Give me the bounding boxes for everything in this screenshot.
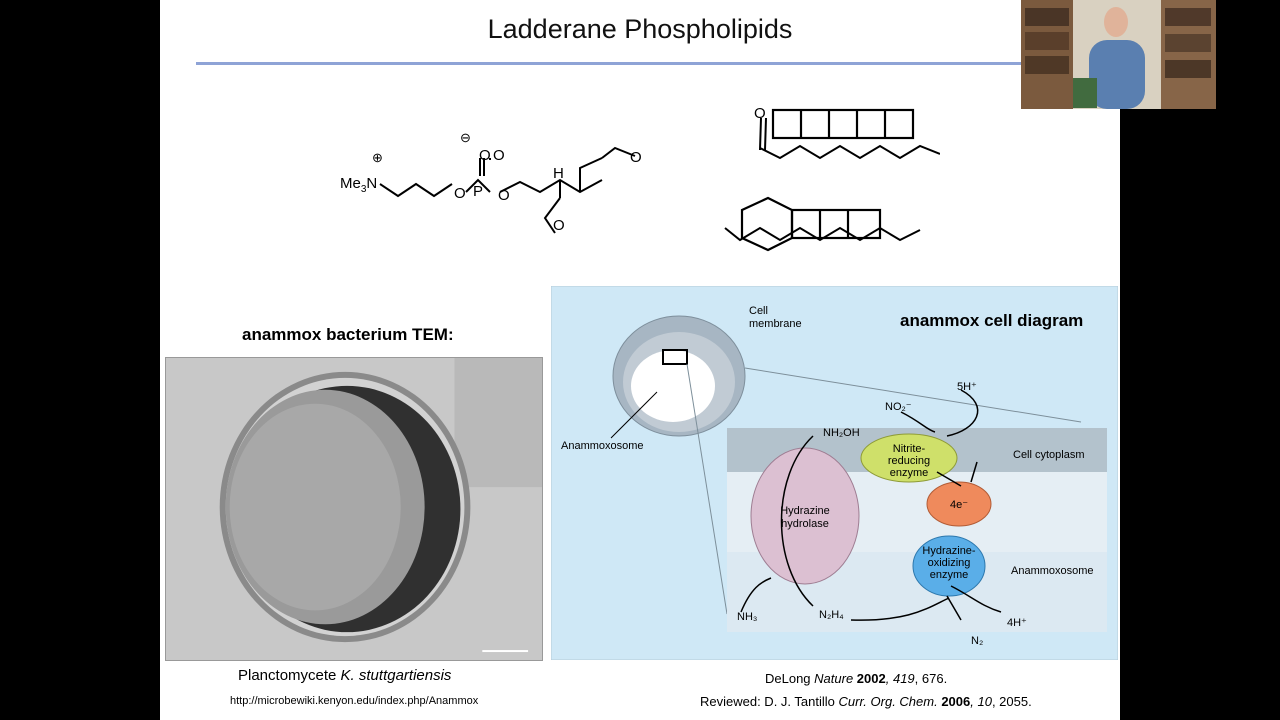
ladderane-structure: Me3N ⊕ O P ⊖ O O O O H O O H [340,105,940,252]
slide: Ladderane Phospholipids [160,0,1120,720]
electrons-label: 4e⁻ [950,499,968,511]
phosphorus-label: P [473,183,483,200]
oxygen-label: O [754,105,766,122]
n2-label: N₂ [971,635,983,647]
oxygen-label: O [493,147,505,164]
trimethyl-label: Me3N [340,175,377,195]
plus-charge: ⊕ [372,150,383,165]
five-h-label: 5H⁺ [957,381,977,393]
no2-label: NO₂⁻ [885,401,912,413]
tem-micrograph [165,357,543,661]
oxygen-label: O [498,187,510,204]
oxygen-label: O [454,185,466,202]
reference-tantillo: Reviewed: D. J. Tantillo Curr. Org. Chem… [700,694,1032,709]
presenter-webcam [1021,0,1216,109]
slide-title: Ladderane Phospholipids [487,14,793,44]
cell-cytoplasm-label: Cell cytoplasm [1013,449,1085,461]
reference-delong: DeLong Nature 2002, 419, 676. [765,671,948,686]
cell-diagram-title: anammox cell diagram [900,311,1084,330]
n2h4-label: N₂H₄ [819,609,844,621]
tem-caption: Planctomycete K. stuttgartiensis [238,667,452,684]
tem-url: http://microbewiki.kenyon.edu/index.php/… [230,695,479,707]
hydrogen-label: H [553,165,564,182]
minus-charge: ⊖ [460,130,471,145]
nh3-label: NH₃ [737,611,757,623]
anammoxosome-label: Anammoxosome [561,440,644,452]
tem-heading: anammox bacterium TEM: [242,325,454,344]
four-h-label: 4H⁺ [1007,617,1027,629]
oxygen-label: O [630,149,642,166]
nh2oh-label: NH₂OH [823,427,860,439]
title-rule [196,62,1056,65]
anammoxosome-right-label: Anammoxosome [1011,565,1094,577]
oxygen-label: O [479,147,491,164]
oxygen-label: O [553,217,565,234]
